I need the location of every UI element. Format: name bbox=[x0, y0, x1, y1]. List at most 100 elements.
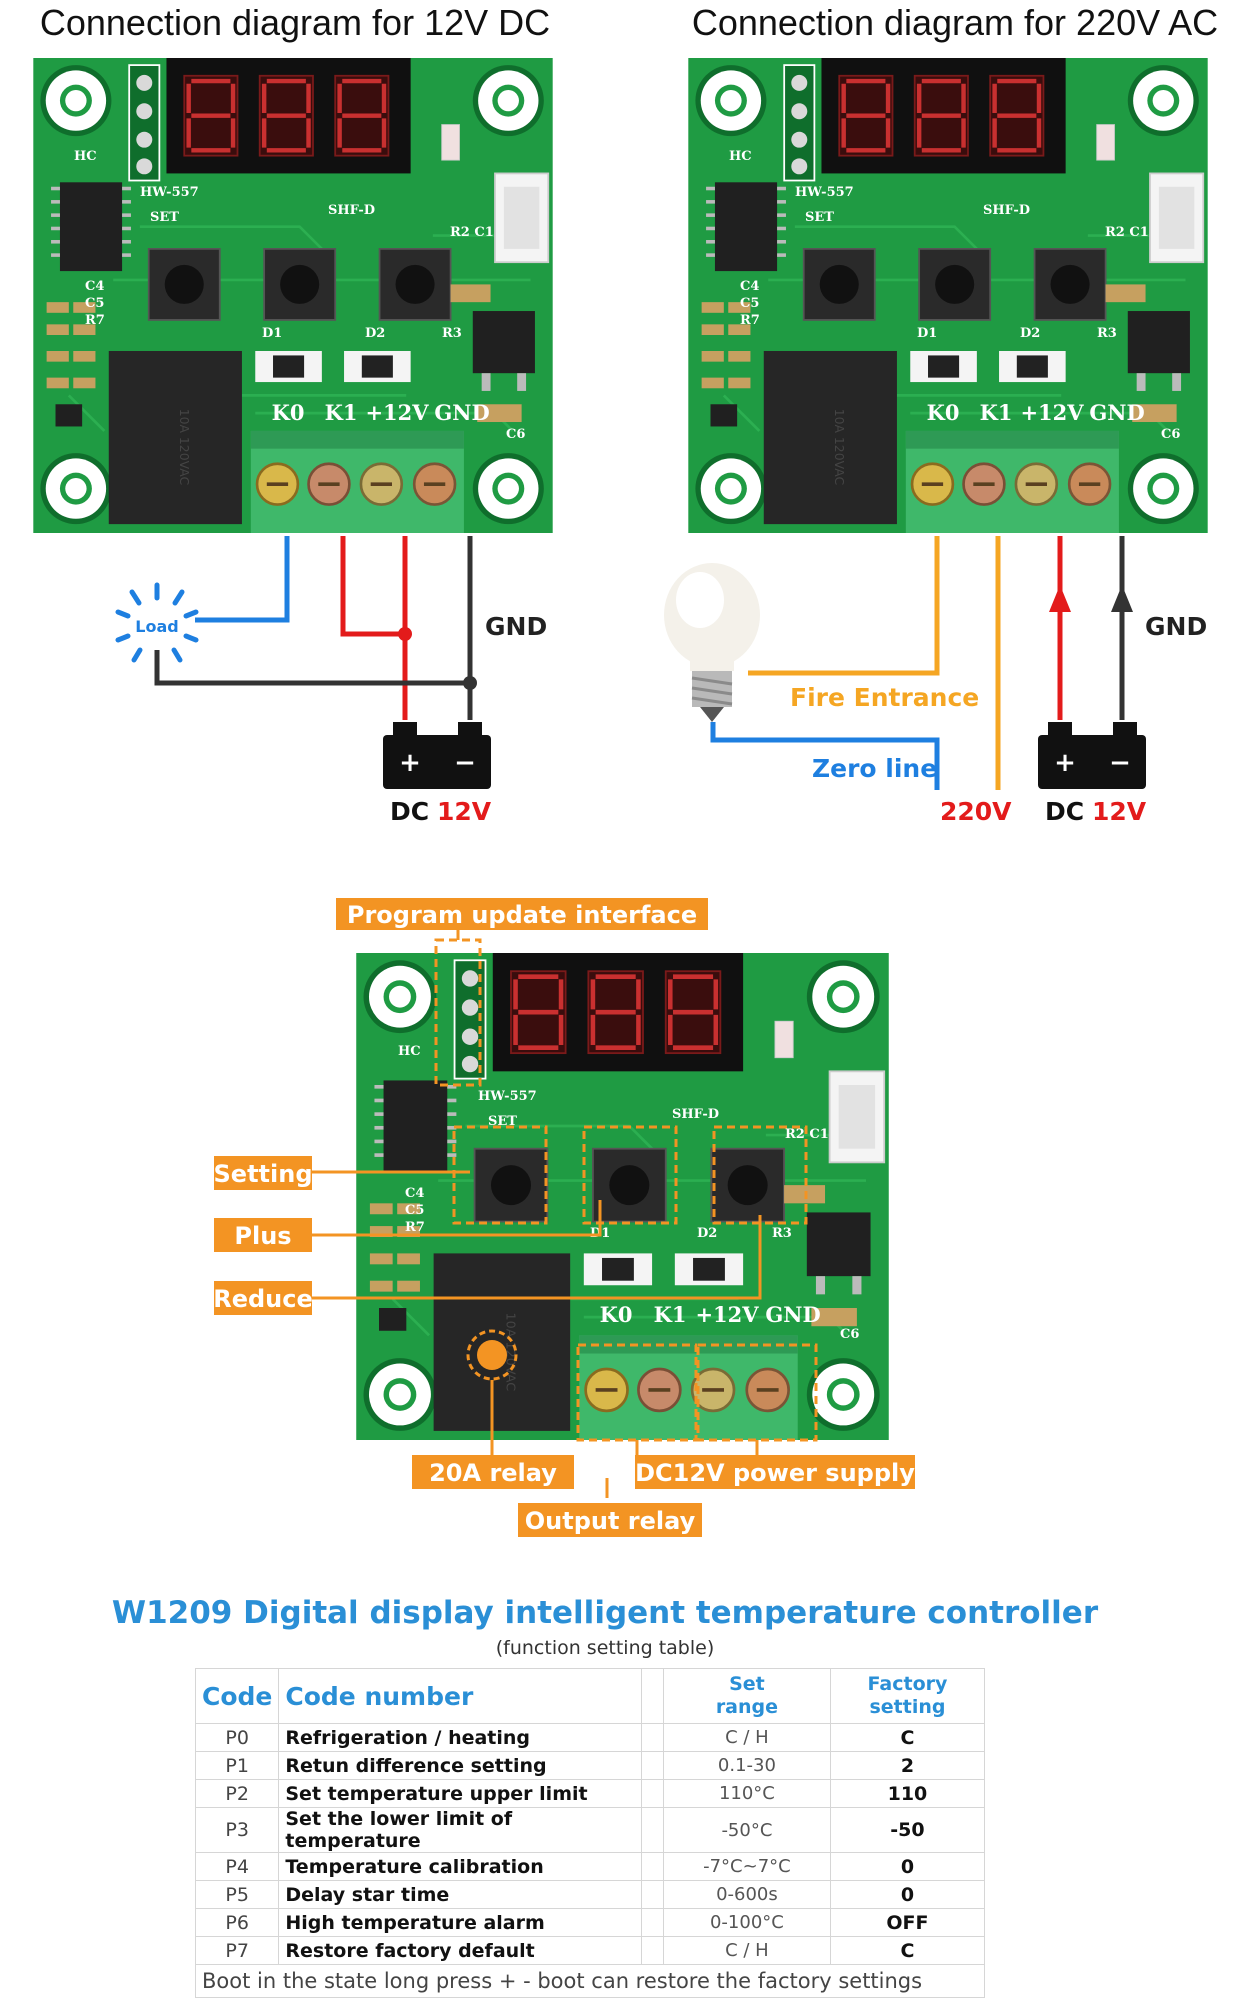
row-spacer bbox=[641, 1779, 664, 1808]
row-code: P6 bbox=[194, 1908, 280, 1937]
highlight-output-terminals bbox=[576, 1343, 698, 1442]
row-set-range: 0-100°C bbox=[662, 1908, 831, 1937]
dc-pcb-board: HC HW-557 SET SHF-D R2 C1 C4 C5 R7 Q1 D1… bbox=[13, 58, 553, 533]
ac-silk-r7: R7 bbox=[740, 313, 760, 328]
dc-wire-load-return bbox=[154, 650, 470, 686]
dc-pin-k0: K0 bbox=[272, 400, 305, 425]
header-code: Code bbox=[194, 1668, 280, 1724]
ac-pin-12v: +12V bbox=[1020, 400, 1084, 425]
ac-pin-gnd: GND bbox=[1089, 400, 1144, 425]
dc-battery-icon: + − bbox=[383, 722, 491, 789]
ac-pcb-board: HC HW-557 SET SHF-D R2 C1 C4 C5 R7 Q1 D1… bbox=[668, 58, 1208, 533]
row-name: Refrigeration / heating bbox=[278, 1723, 643, 1752]
dc-battery-minus: − bbox=[454, 748, 476, 778]
ann-silk-c5: C5 bbox=[405, 1203, 424, 1218]
dc-silk-set: SET bbox=[150, 210, 179, 225]
ac-arrow-12v-icon bbox=[1049, 585, 1071, 612]
header-factory-setting: Factory setting bbox=[829, 1668, 986, 1724]
dc-battery-plus: + bbox=[399, 748, 421, 778]
dc-silk-r2c1: R2 C1 bbox=[450, 225, 494, 240]
header-set-range-line1: Set bbox=[729, 1673, 765, 1695]
ac-silk-model: HW-557 bbox=[795, 185, 854, 200]
dc-load-label: Load bbox=[135, 617, 178, 636]
callout-relay-label: 20A relay bbox=[429, 1459, 557, 1487]
callout-dc12: DC12V power supply bbox=[635, 1455, 915, 1489]
ac-silk-c6: C6 bbox=[1161, 427, 1180, 442]
function-setting-table: Code Code number Set range Factory setti… bbox=[194, 1668, 986, 1998]
row-spacer bbox=[641, 1852, 664, 1881]
row-code: P2 bbox=[194, 1779, 280, 1808]
ac-silk-q1: Q1 bbox=[668, 399, 688, 414]
dc-silk-c4: C4 bbox=[85, 279, 104, 294]
relay-marker-dot bbox=[477, 1340, 507, 1370]
row-code: P0 bbox=[194, 1723, 280, 1752]
ann-silk-q1: Q1 bbox=[333, 1301, 353, 1316]
dc-silk-d2: D2 bbox=[365, 326, 385, 341]
dc-supply-prefix: DC bbox=[390, 797, 429, 826]
callout-reduce-label: Reduce bbox=[213, 1285, 313, 1313]
dc-gnd-label: GND bbox=[485, 612, 547, 641]
dc-silk-c5: C5 bbox=[85, 296, 104, 311]
dc-supply-voltage: 12V bbox=[437, 797, 492, 826]
callout-output-label: Output relay bbox=[525, 1507, 696, 1535]
ac-wires bbox=[710, 536, 1125, 790]
row-factory: 0 bbox=[829, 1880, 986, 1909]
dc-pin-gnd: GND bbox=[434, 400, 489, 425]
row-name: Restore factory default bbox=[278, 1936, 643, 1965]
dc-silk-r7: R7 bbox=[85, 313, 105, 328]
dc-junction-black bbox=[463, 676, 477, 690]
table-title: W1209 Digital display intelligent temper… bbox=[111, 1595, 1099, 1631]
ac-diagram-title: Connection diagram for 220V AC bbox=[692, 2, 1218, 43]
dc-pin-k1: K1 bbox=[325, 400, 358, 425]
dc-silk-hc: HC bbox=[74, 149, 97, 164]
ann-silk-r7: R7 bbox=[405, 1220, 425, 1235]
ac-silk-d2: D2 bbox=[1020, 326, 1040, 341]
row-factory: OFF bbox=[829, 1908, 986, 1937]
row-name: High temperature alarm bbox=[278, 1908, 643, 1937]
header-spacer bbox=[641, 1668, 664, 1724]
highlight-setting-button bbox=[452, 1125, 548, 1225]
ac-pin-k1: K1 bbox=[980, 400, 1013, 425]
highlight-power-terminals bbox=[696, 1343, 818, 1442]
row-code: P1 bbox=[194, 1751, 280, 1780]
dc-silk-r3: R3 bbox=[442, 326, 462, 341]
table-subtitle: (function setting table) bbox=[495, 1637, 715, 1659]
dc-silk-c6: C6 bbox=[506, 427, 525, 442]
row-factory: 110 bbox=[829, 1779, 986, 1808]
ann-silk-c6: C6 bbox=[840, 1327, 859, 1342]
ac-gnd-label: GND bbox=[1145, 612, 1207, 641]
row-factory: -50 bbox=[829, 1807, 986, 1853]
ac-diagram: Connection diagram for 220V AC HC HW-557… bbox=[664, 2, 1218, 826]
ann-pin-gnd: GND bbox=[765, 1302, 820, 1327]
ann-silk-hc: HC bbox=[398, 1044, 421, 1059]
row-factory: 2 bbox=[829, 1751, 986, 1780]
ann-silk-c4: C4 bbox=[405, 1186, 424, 1201]
ann-silk-r2c1: R2 C1 bbox=[785, 1127, 829, 1142]
row-set-range: -7°C~7°C bbox=[662, 1852, 831, 1881]
callout-plus: Plus bbox=[214, 1218, 312, 1252]
ann-pin-k1: K1 bbox=[654, 1302, 687, 1327]
callout-program: Program update interface bbox=[336, 898, 708, 930]
callout-relay: 20A relay bbox=[412, 1455, 574, 1489]
dc-silk-d1: D1 bbox=[262, 326, 282, 341]
ac-silk-shf: SHF-D bbox=[983, 203, 1030, 218]
ann-silk-model: HW-557 bbox=[478, 1089, 537, 1104]
ac-silk-set: SET bbox=[805, 210, 834, 225]
row-set-range: C / H bbox=[662, 1936, 831, 1965]
ann-silk-r3: R3 bbox=[772, 1226, 792, 1241]
table-footer-note: Boot in the state long press + - boot ca… bbox=[195, 1964, 985, 1998]
row-code: P3 bbox=[194, 1807, 280, 1853]
ac-silk-r3: R3 bbox=[1097, 326, 1117, 341]
ann-silk-d2: D2 bbox=[697, 1226, 717, 1241]
ann-pin-12v: +12V bbox=[695, 1302, 759, 1327]
annotated-board: HC HW-557 SET SHF-D R2 C1 C4 C5 R7 Q1 D1… bbox=[213, 898, 915, 1537]
row-name: Set the lower limit of temperature bbox=[278, 1807, 643, 1853]
ac-pin-k0: K0 bbox=[927, 400, 960, 425]
row-spacer bbox=[641, 1880, 664, 1909]
dc-pin-12v: +12V bbox=[365, 400, 429, 425]
